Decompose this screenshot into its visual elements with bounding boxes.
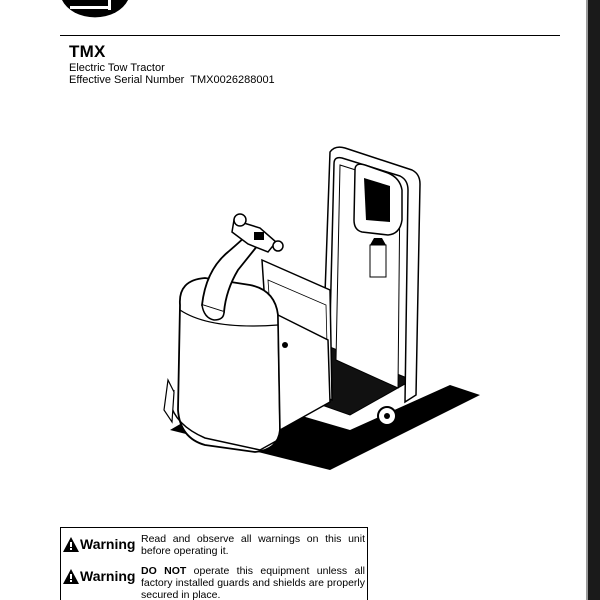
warning-text: DO NOT operate this equipment unless all… [141, 565, 365, 600]
page-edge [586, 0, 588, 600]
warning-triangle-icon [63, 536, 79, 552]
warning-label: Warning [63, 536, 135, 552]
back-panel [323, 146, 421, 404]
warning-body: operate this equipment unless all factor… [141, 565, 365, 600]
warning-emphasis: DO NOT [141, 565, 187, 577]
warning-label: Warning [63, 568, 135, 584]
serial-number: TMX0026288001 [190, 74, 275, 86]
warning-label-text: Warning [80, 536, 136, 552]
warning-label-text: Warning [80, 568, 136, 584]
serial-label: Effective Serial Number [69, 74, 185, 86]
tow-tractor-illustration [163, 146, 480, 470]
viewer-frame [588, 0, 600, 600]
serial-line: Effective Serial Number TMX0026288001 [69, 74, 275, 86]
warning-text: Read and observe all warnings on this un… [141, 533, 365, 557]
header-rule [60, 35, 560, 36]
warning-triangle-icon [63, 568, 79, 584]
model-description: Electric Tow Tractor [69, 62, 165, 74]
tractor-body [177, 277, 281, 453]
model-title: TMX [69, 42, 106, 61]
warning-box: Warning Read and observe all warnings on… [60, 527, 368, 600]
brand-logo-icon [62, 0, 128, 18]
